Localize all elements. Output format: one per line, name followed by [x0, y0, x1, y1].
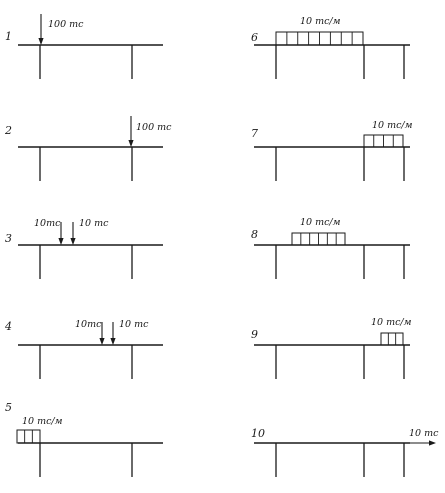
load-label: 10 тс/м — [372, 120, 413, 131]
case-number: 8 — [251, 228, 258, 241]
load-case-8: 8 10 тс/м — [251, 217, 410, 279]
load-label: 100 тс — [48, 19, 84, 30]
load-label: 10 тс/м — [300, 16, 341, 27]
load-case-1: 1 100 тс — [5, 14, 163, 79]
load-label: 10 тс/м — [371, 317, 412, 328]
point-load-arrow — [99, 322, 105, 345]
case-number: 2 — [4, 124, 12, 137]
case-number: 9 — [251, 328, 258, 341]
case-number: 4 — [4, 320, 12, 333]
load-case-9: 9 10 тс/м — [251, 317, 412, 379]
case-number: 5 — [5, 401, 12, 414]
distributed-load — [291, 232, 346, 246]
load-label: 10 тс — [409, 428, 439, 439]
load-case-3: 3 10тс 10 тс — [5, 218, 163, 279]
load-case-6: 6 10 тс/м — [251, 16, 410, 79]
case-number: 1 — [5, 30, 12, 43]
distributed-load — [380, 332, 404, 346]
load-case-4: 4 10тс 10 тс — [4, 319, 163, 379]
distributed-load — [275, 31, 364, 46]
distributed-load — [363, 134, 404, 148]
load-label: 100 тс — [136, 122, 172, 133]
load-case-2: 2 100 тс — [4, 116, 172, 181]
load-case-5: 5 10 тс/м — [5, 401, 163, 477]
distributed-load — [16, 429, 41, 444]
horizontal-load-arrow — [410, 440, 436, 446]
case-number: 7 — [251, 127, 258, 140]
point-load-arrow — [128, 116, 134, 147]
case-number: 3 — [5, 232, 12, 245]
point-load-arrow — [70, 222, 76, 245]
case-number: 10 — [251, 427, 265, 440]
load-case-10: 10 10 тс — [251, 427, 439, 477]
load-label: 10тс — [75, 319, 102, 330]
load-label: 10тс — [34, 218, 61, 229]
point-load-arrow — [38, 14, 44, 45]
load-label: 10 тс — [79, 218, 109, 229]
point-load-arrow — [58, 222, 64, 245]
load-label: 10 тс/м — [22, 416, 63, 427]
load-label: 10 тс/м — [300, 217, 341, 228]
load-label: 10 тс — [119, 319, 149, 330]
load-case-7: 7 10 тс/м — [251, 120, 413, 181]
point-load-arrow — [110, 322, 116, 345]
case-number: 6 — [251, 31, 258, 44]
